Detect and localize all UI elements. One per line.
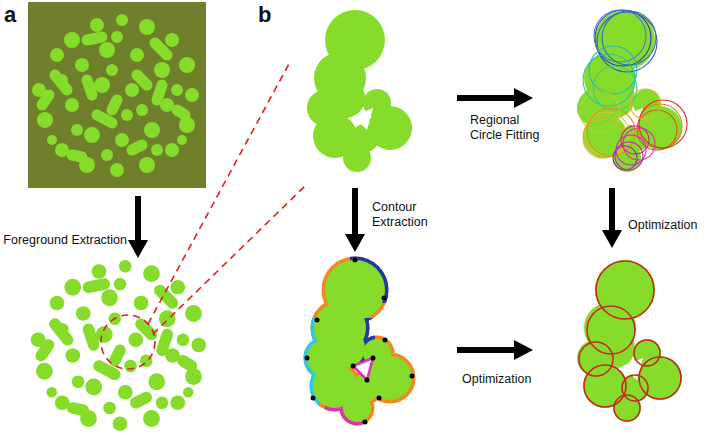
step-label: Optimization <box>462 372 531 387</box>
colony-image <box>32 14 199 177</box>
blob-optimized <box>577 260 682 422</box>
foreground-image <box>31 260 206 431</box>
step-label: Foreground Extraction <box>3 233 127 248</box>
panel-letter: a <box>4 2 16 28</box>
blob-contour <box>305 258 415 425</box>
step-label: Optimization <box>628 218 697 233</box>
step-label: Regional Circle Fitting <box>470 113 550 143</box>
blob-original <box>307 10 412 172</box>
blob-circle-fitting <box>577 10 687 172</box>
panel-letter: b <box>258 2 271 28</box>
zoom-indicator <box>101 62 305 369</box>
micrograph-ground <box>28 2 206 188</box>
step-label: Contour Extraction <box>372 200 442 230</box>
